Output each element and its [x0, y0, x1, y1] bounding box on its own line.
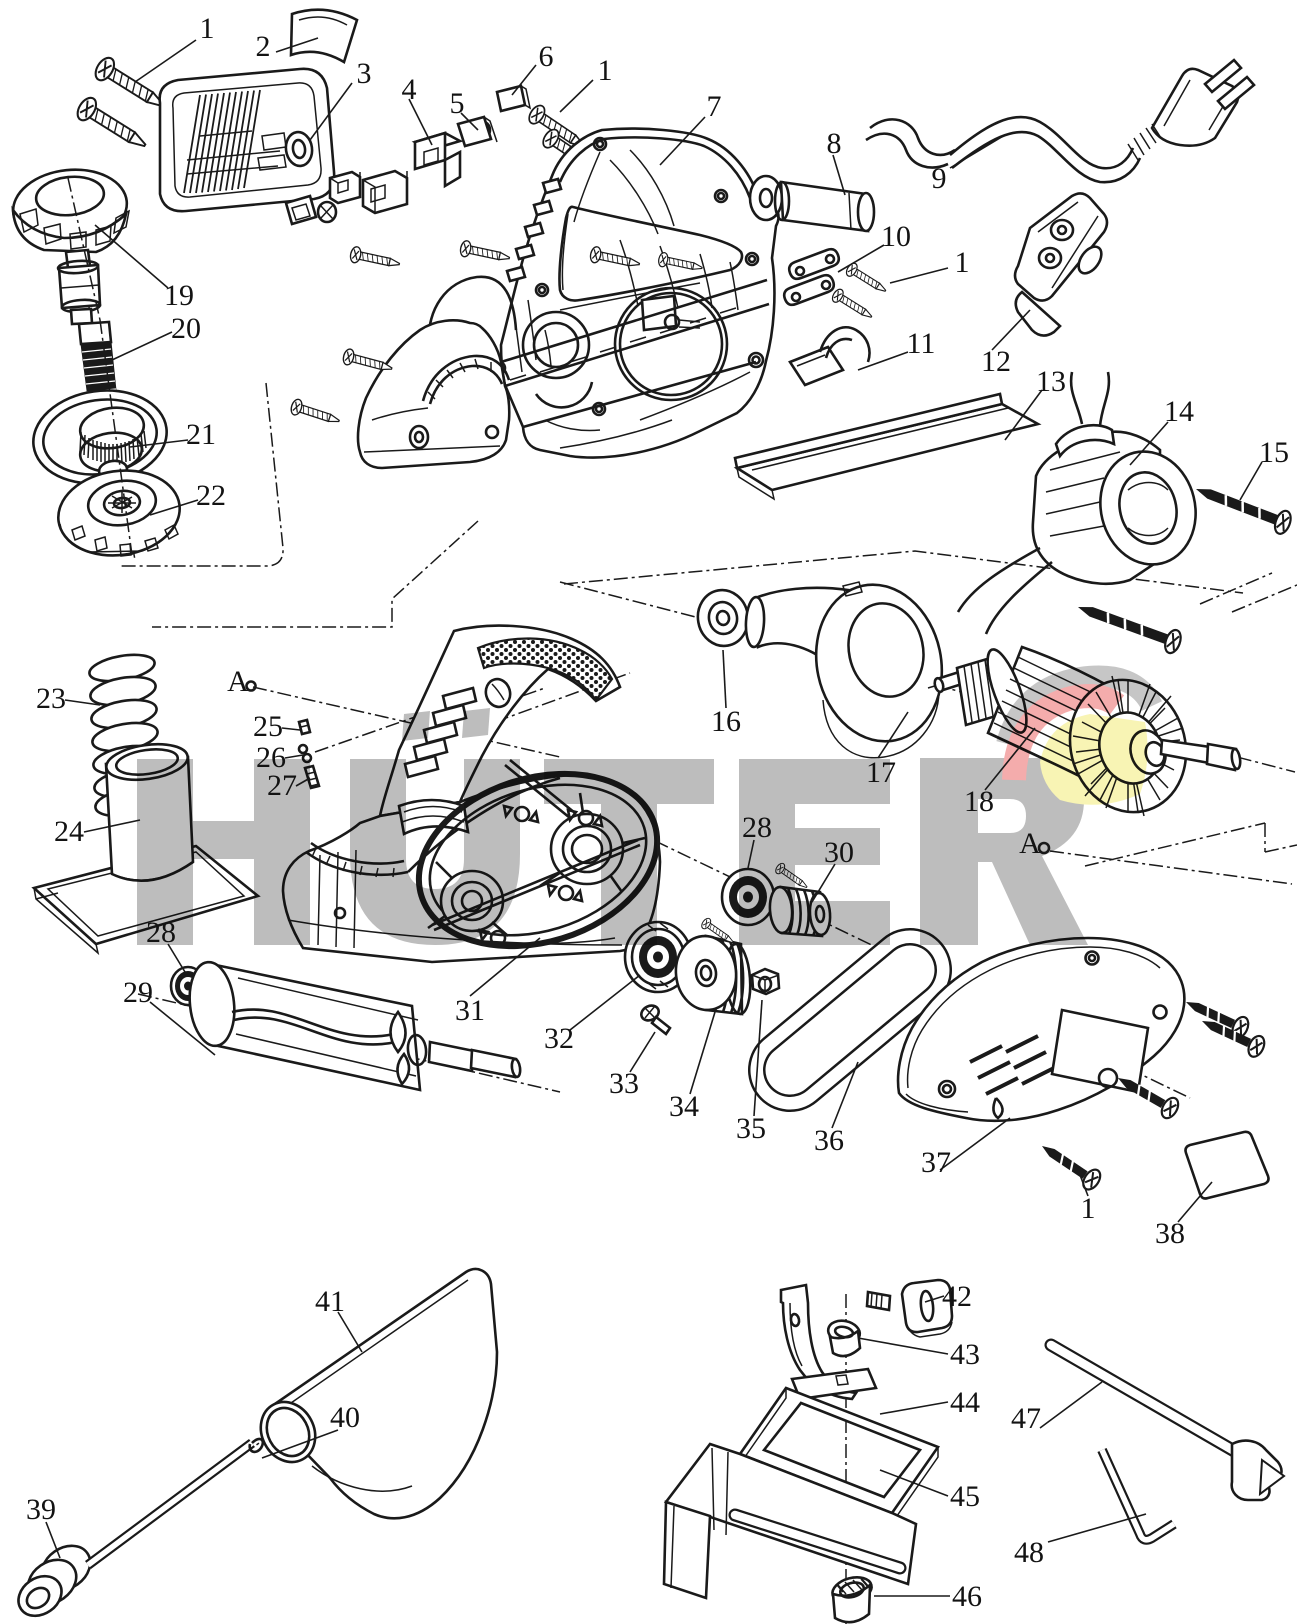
svg-text:12: 12 — [981, 345, 1011, 378]
svg-text:10: 10 — [881, 220, 911, 253]
svg-text:4: 4 — [402, 73, 417, 106]
svg-text:29: 29 — [123, 976, 153, 1009]
svg-text:6: 6 — [539, 40, 554, 73]
svg-text:1: 1 — [598, 54, 613, 87]
svg-text:21: 21 — [186, 418, 216, 451]
svg-text:15: 15 — [1259, 436, 1289, 469]
svg-text:43: 43 — [950, 1338, 980, 1371]
svg-text:22: 22 — [196, 479, 226, 512]
svg-text:11: 11 — [907, 327, 936, 360]
svg-text:40: 40 — [330, 1401, 360, 1434]
svg-text:45: 45 — [950, 1480, 980, 1513]
svg-text:3: 3 — [357, 57, 372, 90]
svg-text:33: 33 — [609, 1067, 639, 1100]
svg-text:38: 38 — [1155, 1217, 1185, 1250]
svg-text:25: 25 — [253, 710, 283, 743]
svg-text:19: 19 — [164, 279, 194, 312]
svg-text:44: 44 — [950, 1386, 980, 1419]
svg-text:27: 27 — [267, 769, 297, 802]
svg-text:9: 9 — [932, 162, 947, 195]
svg-text:34: 34 — [669, 1090, 699, 1123]
svg-text:1: 1 — [1081, 1192, 1096, 1225]
svg-text:41: 41 — [315, 1285, 345, 1318]
svg-text:5: 5 — [450, 87, 465, 120]
svg-text:2: 2 — [256, 30, 271, 63]
svg-text:36: 36 — [814, 1124, 844, 1157]
svg-text:14: 14 — [1164, 395, 1194, 428]
svg-text:23: 23 — [36, 682, 66, 715]
svg-text:A: A — [227, 665, 249, 698]
svg-text:31: 31 — [455, 994, 485, 1027]
svg-text:7: 7 — [707, 90, 722, 123]
svg-text:8: 8 — [827, 127, 842, 160]
svg-text:17: 17 — [866, 756, 896, 789]
svg-text:30: 30 — [824, 836, 854, 869]
svg-text:37: 37 — [921, 1146, 951, 1179]
svg-text:47: 47 — [1011, 1402, 1041, 1435]
svg-text:39: 39 — [26, 1493, 56, 1526]
svg-text:16: 16 — [711, 705, 741, 738]
svg-text:28: 28 — [146, 916, 176, 949]
svg-text:1: 1 — [200, 12, 215, 45]
svg-text:42: 42 — [942, 1280, 972, 1313]
svg-text:48: 48 — [1014, 1536, 1044, 1569]
svg-text:18: 18 — [964, 785, 994, 818]
svg-text:26: 26 — [256, 741, 286, 774]
svg-text:32: 32 — [544, 1022, 574, 1055]
svg-text:35: 35 — [736, 1112, 766, 1145]
svg-text:46: 46 — [952, 1580, 982, 1613]
svg-text:28: 28 — [742, 811, 772, 844]
svg-text:A: A — [1019, 827, 1041, 860]
svg-text:1: 1 — [955, 246, 970, 279]
svg-text:24: 24 — [54, 815, 84, 848]
svg-text:13: 13 — [1036, 365, 1066, 398]
svg-text:20: 20 — [171, 312, 201, 345]
